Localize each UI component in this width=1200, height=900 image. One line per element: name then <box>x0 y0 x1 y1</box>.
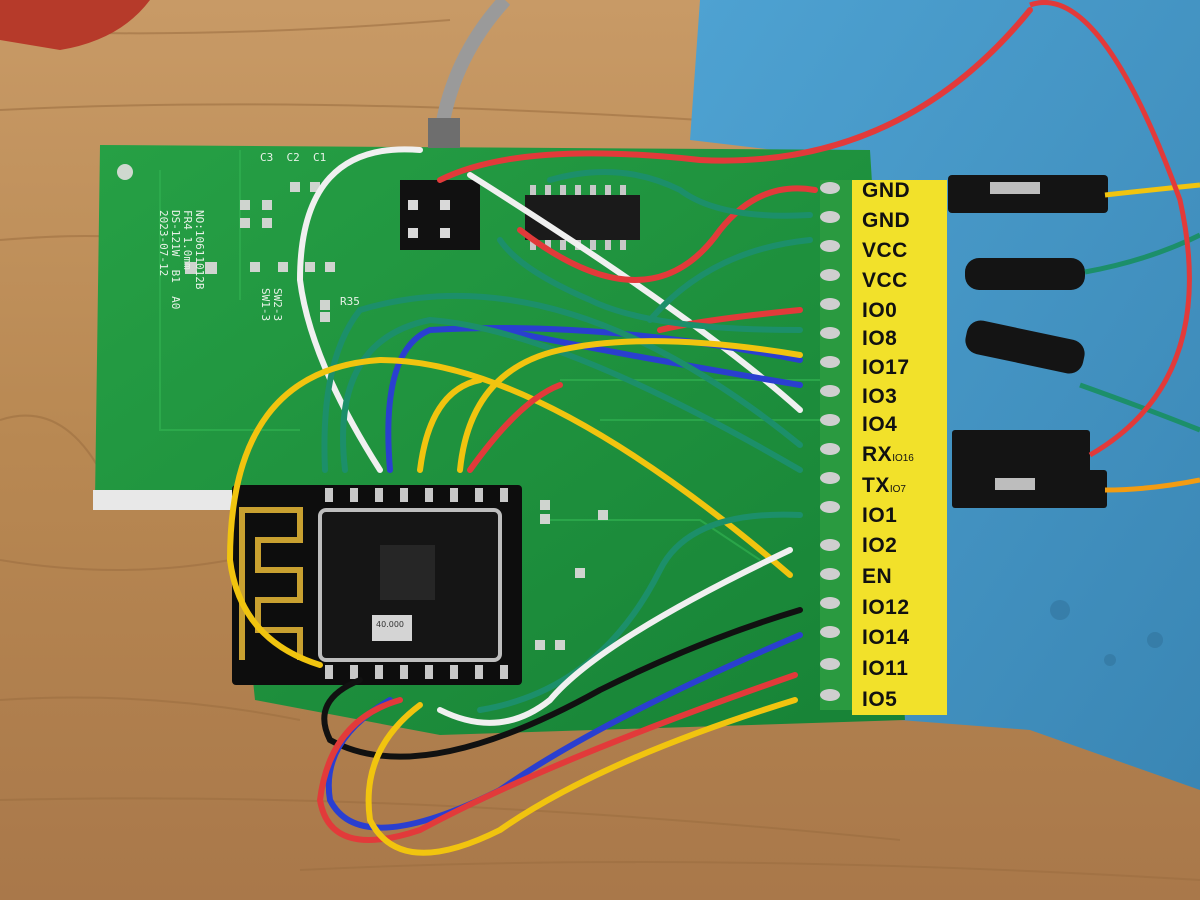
pin-label-io5: IO5 <box>862 688 898 711</box>
pin-label-io11: IO11 <box>862 657 909 680</box>
crystal-marking: 40.000 <box>376 620 404 629</box>
board-wires <box>226 7 1033 856</box>
pin-label-io14: IO14 <box>862 626 910 649</box>
pcb-ref-r35: R35 <box>340 295 360 308</box>
pcb-ref-switch: SW2-3 SW1-3 <box>259 288 284 322</box>
pin-label-io4: IO4 <box>862 413 898 436</box>
pcb-edge-strip <box>93 490 243 510</box>
pin-label-gnd-2: GND <box>862 209 911 232</box>
solder-pads <box>820 182 840 701</box>
mat-stains <box>1050 600 1163 666</box>
pinout-label <box>852 180 947 715</box>
header-pins <box>408 200 450 238</box>
pin-label-io12: IO12 <box>862 596 910 619</box>
module-pads <box>325 488 508 679</box>
pin-header <box>400 180 480 250</box>
pin-label-vcc-1: VCC <box>862 239 908 262</box>
pin-label-gnd-1: GND <box>862 179 911 202</box>
wifi-module <box>232 485 522 685</box>
module-chip <box>380 545 435 600</box>
pin-label-io0: IO0 <box>862 299 898 322</box>
pin-label-io8: IO8 <box>862 327 898 350</box>
pin-label-io2: IO2 <box>862 534 898 557</box>
crystal <box>372 615 412 641</box>
smd-pads <box>185 182 608 650</box>
pcb-silk-info: NO:10611012B FR4 1.0mm DS-121W B1 A0 202… <box>157 210 206 310</box>
partial-red-board <box>0 0 150 50</box>
jumper-plugs <box>948 175 1108 508</box>
pin-label-rx: RXIO16 <box>862 443 914 466</box>
driver-ic <box>525 195 640 240</box>
pin-label-vcc-2: VCC <box>862 269 908 292</box>
external-wires <box>1029 0 1200 493</box>
pin-label-tx: TXIO7 <box>862 474 906 497</box>
mounting-hole <box>117 164 133 180</box>
pcb-ref-caps: C3 C2 C1 <box>260 151 327 164</box>
pin-label-en: EN <box>862 565 893 588</box>
pin-label-io3: IO3 <box>862 385 898 408</box>
pin-label-io1: IO1 <box>862 504 898 527</box>
pin-label-io17: IO17 <box>862 356 910 379</box>
cable-sleeve <box>428 118 460 148</box>
